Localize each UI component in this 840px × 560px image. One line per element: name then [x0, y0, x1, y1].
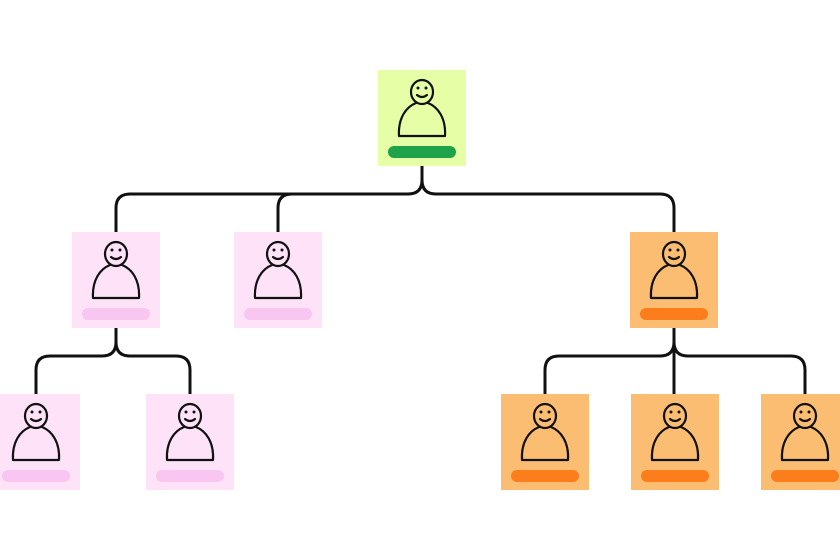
- person-icon: [253, 240, 303, 300]
- name-placeholder-bar: [156, 470, 224, 482]
- org-node-report-1a[interactable]: [0, 394, 80, 490]
- name-placeholder-bar: [2, 470, 70, 482]
- org-node-report-3a[interactable]: [501, 394, 589, 490]
- org-node-manager-1[interactable]: [72, 232, 160, 328]
- org-node-manager-3[interactable]: [630, 232, 718, 328]
- person-icon: [165, 402, 215, 462]
- connector-manager-1-to-report-1a: [34, 354, 104, 396]
- connector-manager-1-stem-left: [100, 326, 118, 358]
- person-icon: [11, 402, 61, 462]
- name-placeholder-bar: [511, 470, 579, 482]
- name-placeholder-bar: [771, 470, 839, 482]
- connector-root-stem-left: [406, 164, 424, 196]
- org-node-root[interactable]: [378, 70, 466, 166]
- name-placeholder-bar: [244, 308, 312, 320]
- connector-manager-3-stem-left: [658, 326, 676, 358]
- connector-root-to-manager-2: [276, 192, 410, 234]
- org-node-report-3c[interactable]: [761, 394, 840, 490]
- connector-root-to-manager-3: [434, 192, 676, 234]
- connector-root-stem-right: [420, 164, 438, 196]
- connector-manager-1-to-report-1b: [128, 354, 192, 396]
- person-icon: [520, 402, 570, 462]
- person-icon: [397, 78, 447, 138]
- person-icon: [91, 240, 141, 300]
- connector-manager-3-to-report-3c: [686, 354, 807, 396]
- person-icon: [650, 402, 700, 462]
- person-icon: [649, 240, 699, 300]
- org-node-report-3b[interactable]: [631, 394, 719, 490]
- org-node-report-1b[interactable]: [146, 394, 234, 490]
- org-node-manager-2[interactable]: [234, 232, 322, 328]
- name-placeholder-bar: [641, 470, 709, 482]
- connector-manager-1-stem-right: [114, 326, 132, 358]
- name-placeholder-bar: [640, 308, 708, 320]
- connector-manager-3-stem-right: [672, 326, 690, 358]
- connector-root-to-manager-1: [114, 192, 410, 234]
- connector-manager-3-to-report-3a: [543, 354, 662, 396]
- name-placeholder-bar: [388, 146, 456, 158]
- name-placeholder-bar: [82, 308, 150, 320]
- connector-lines: [34, 164, 807, 396]
- person-icon: [780, 402, 830, 462]
- org-chart-nodes: [0, 70, 840, 490]
